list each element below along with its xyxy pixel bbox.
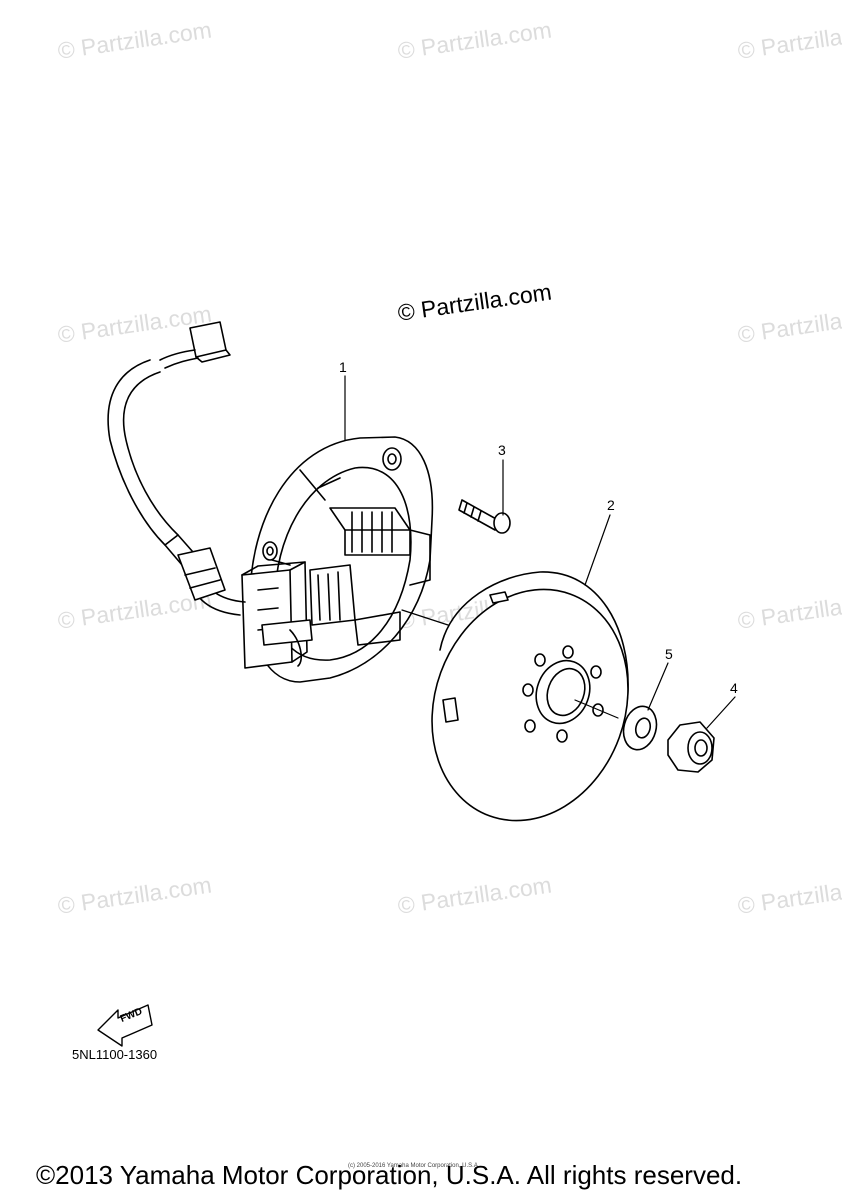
rotor-flywheel — [431, 571, 629, 822]
stator-assembly — [241, 436, 434, 683]
callout-4: 4 — [730, 680, 738, 696]
callout-1: 1 — [339, 359, 347, 375]
washer — [622, 705, 658, 751]
fwd-arrow-icon — [97, 1004, 153, 1047]
nut — [667, 721, 715, 773]
tiny-copyright: (c) 2005-2016 Yamaha Motor Corporation, … — [348, 1163, 480, 1169]
bolt — [458, 499, 511, 534]
diagram-part-code: 5NL1100-1360 — [72, 1047, 158, 1062]
callout-5: 5 — [665, 646, 673, 662]
callout-3: 3 — [498, 442, 506, 458]
callout-2: 2 — [607, 497, 615, 513]
wire-harness — [107, 321, 246, 616]
leader-lines — [344, 375, 736, 729]
footer-copyright: ©2013 Yamaha Motor Corporation, U.S.A. A… — [36, 1160, 743, 1190]
